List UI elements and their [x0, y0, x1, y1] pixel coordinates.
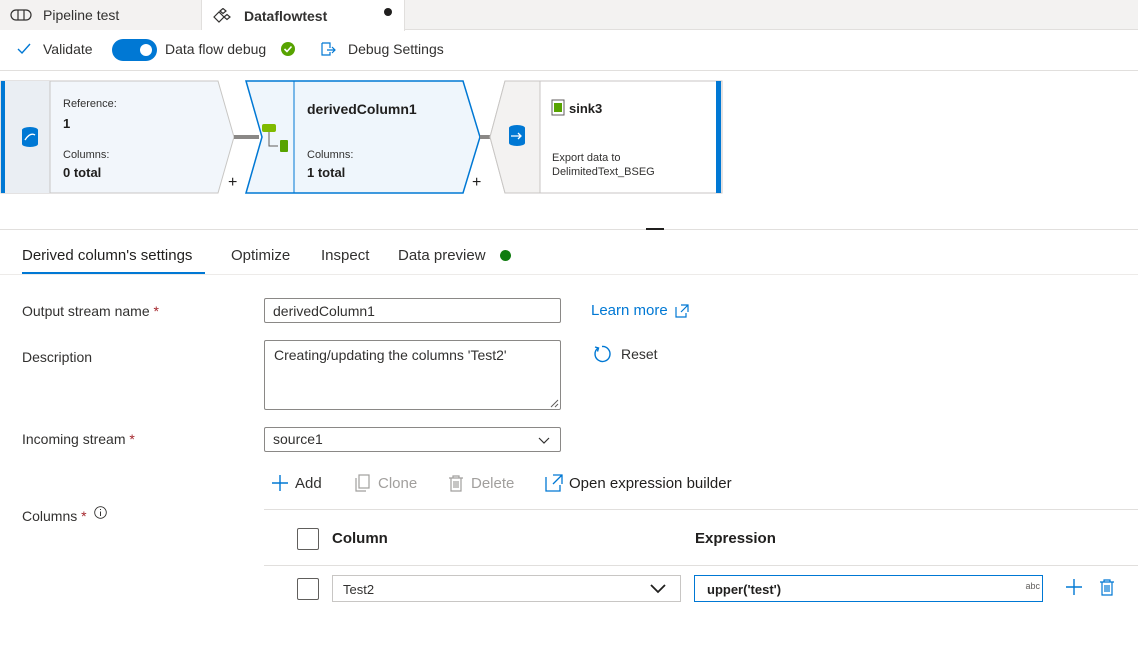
- learn-more-text: Learn more: [591, 302, 668, 319]
- source-icon: [22, 127, 38, 147]
- reset-button[interactable]: Reset: [592, 344, 658, 364]
- info-icon[interactable]: [94, 506, 108, 519]
- panel-tabs: Derived column's settings Optimize Inspe…: [0, 238, 1138, 275]
- sink-icon: [509, 125, 525, 146]
- tab-data-preview[interactable]: Data preview: [398, 247, 486, 264]
- learn-more-link[interactable]: Learn more: [591, 302, 689, 319]
- toolbar: Validate Data flow debug Debug Settings: [0, 31, 1138, 71]
- source-reference-value: 1: [63, 116, 71, 131]
- reset-icon: [594, 345, 611, 363]
- open-expression-builder-button[interactable]: Open expression builder: [545, 474, 732, 492]
- output-stream-label: Output stream name *: [22, 303, 159, 319]
- column-name-value: Test2: [343, 582, 375, 597]
- derived-node-title: derivedColumn1: [307, 101, 417, 117]
- dataflow-debug-toggle[interactable]: [112, 39, 157, 61]
- expression-value: upper('test'): [707, 582, 782, 597]
- source-columns-label: Columns:: [63, 149, 110, 161]
- debug-settings-label: Debug Settings: [348, 41, 444, 57]
- row-checkbox[interactable]: [297, 578, 319, 600]
- dataflow-canvas: Reference: 1 Columns: 0 total + derivedC…: [0, 72, 1138, 230]
- delete-label: Delete: [471, 474, 515, 492]
- panel-splitter-handle[interactable]: [646, 228, 664, 230]
- tab-inspect[interactable]: Inspect: [321, 247, 370, 264]
- required-mark: *: [129, 431, 135, 447]
- tab-pipeline-test[interactable]: Pipeline test: [0, 0, 202, 30]
- sink-desc-line2: DelimitedText_BSEG: [552, 166, 655, 178]
- resize-grip-icon[interactable]: [549, 398, 559, 408]
- delete-icon: [449, 475, 463, 492]
- add-label: Add: [295, 474, 322, 492]
- debug-settings-button[interactable]: Debug Settings: [319, 41, 444, 57]
- expression-header: Expression: [695, 530, 776, 547]
- external-link-icon: [675, 303, 689, 318]
- description-textarea[interactable]: Creating/updating the columns 'Test2': [264, 340, 561, 410]
- sink-file-icon: [551, 99, 565, 116]
- column-header: Column: [332, 530, 388, 547]
- clone-icon: [355, 474, 370, 492]
- dataflow-debug-text: Data flow debug: [165, 41, 267, 57]
- columns-label: Columns *: [22, 506, 108, 524]
- add-after-source-button[interactable]: +: [228, 174, 238, 191]
- grid-divider: [264, 509, 1138, 510]
- description-value: Creating/updating the columns 'Test2': [274, 347, 507, 363]
- incoming-stream-value: source1: [273, 431, 323, 447]
- clone-column-button[interactable]: Clone: [354, 474, 417, 492]
- derived-column-icon: [262, 124, 288, 152]
- data-preview-status-dot: [500, 250, 511, 261]
- incoming-stream-select[interactable]: source1: [264, 427, 561, 452]
- checkmark-icon: [17, 43, 31, 55]
- validate-label: Validate: [43, 41, 93, 57]
- add-row-icon[interactable]: [1065, 578, 1083, 596]
- clone-label: Clone: [378, 474, 418, 492]
- sink-node[interactable]: [489, 80, 723, 194]
- source-reference-label: Reference:: [63, 98, 117, 110]
- active-tab-indicator: [22, 272, 205, 274]
- description-text: Description: [22, 349, 93, 365]
- incoming-stream-label: Incoming stream *: [22, 431, 135, 447]
- open-external-icon: [545, 474, 563, 492]
- string-type-badge: abc: [1025, 581, 1040, 591]
- columns-text: Columns: [22, 508, 78, 524]
- derived-columns-value: 1 total: [307, 165, 346, 180]
- debug-settings-icon: [321, 42, 336, 56]
- dataflow-debug-label: Data flow debug: [165, 41, 266, 57]
- derived-column-node[interactable]: [245, 80, 481, 194]
- tab-label: Pipeline test: [43, 7, 120, 23]
- column-name-select[interactable]: Test2: [332, 575, 681, 602]
- delete-column-button[interactable]: Delete: [447, 474, 514, 492]
- tab-bar: Pipeline test Dataflowtest: [0, 0, 1138, 31]
- reset-label: Reset: [621, 346, 658, 362]
- output-stream-text: Output stream name: [22, 303, 150, 319]
- canvas-graph: [0, 80, 723, 194]
- chevron-down-icon: [538, 437, 550, 444]
- add-icon: [272, 475, 288, 491]
- delete-row-icon[interactable]: [1098, 578, 1116, 596]
- output-stream-input[interactable]: [264, 298, 561, 323]
- chevron-down-icon: [650, 584, 666, 594]
- tab-optimize[interactable]: Optimize: [231, 247, 291, 264]
- tab-dataflowtest[interactable]: Dataflowtest: [202, 0, 405, 31]
- open-expression-builder-label: Open expression builder: [569, 474, 732, 492]
- grid-divider: [264, 565, 1138, 566]
- unsaved-indicator: [384, 8, 392, 16]
- sink-node-title: sink3: [569, 101, 603, 116]
- derived-columns-label: Columns:: [307, 149, 354, 161]
- required-mark: *: [81, 508, 87, 524]
- add-column-button[interactable]: Add: [271, 474, 322, 492]
- select-all-checkbox[interactable]: [297, 528, 319, 550]
- expression-input[interactable]: upper('test') abc: [694, 575, 1043, 602]
- required-mark: *: [153, 303, 159, 319]
- source-columns-value: 0 total: [63, 165, 102, 180]
- sink-desc-line1: Export data to: [552, 152, 621, 164]
- validate-button[interactable]: Validate: [16, 41, 93, 57]
- debug-on-check-icon: [281, 42, 295, 56]
- add-after-derived-button[interactable]: +: [472, 174, 482, 191]
- toggle-knob: [140, 44, 152, 56]
- dataflow-icon: [211, 7, 233, 24]
- tab-derived-column-settings[interactable]: Derived column's settings: [22, 247, 193, 264]
- description-label: Description: [22, 349, 92, 365]
- tab-label: Dataflowtest: [244, 7, 328, 24]
- pipeline-icon: [10, 7, 32, 23]
- incoming-stream-text: Incoming stream: [22, 431, 126, 447]
